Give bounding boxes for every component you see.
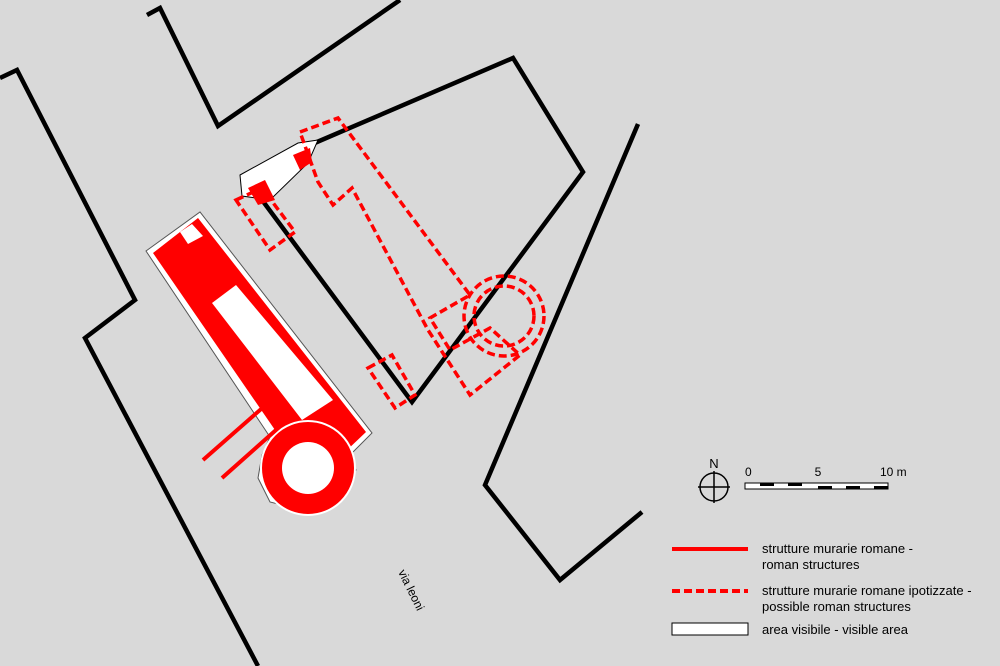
scale-bar-segment-4 [846, 486, 860, 489]
possible-structure-round-inner [472, 284, 536, 348]
legend-roman-line2: roman structures [762, 557, 860, 572]
north-arrow: N [698, 456, 730, 503]
legend: strutture murarie romane - roman structu… [671, 541, 972, 637]
scale-tick-label-0: 0 [745, 465, 752, 479]
scale-bar: 0 5 10 m [744, 465, 907, 490]
scale-bar-segment-1 [760, 483, 774, 486]
legend-possible-line1: strutture murarie romane ipotizzate - [762, 583, 972, 598]
roman-building-west [145, 211, 373, 516]
possible-structure-south [365, 352, 418, 411]
roman-wall-spur-1 [201, 401, 270, 462]
legend-visible-line1: area visibile - visible area [762, 622, 909, 637]
legend-swatch-visible-area [671, 622, 749, 636]
roman-building-notch [180, 224, 203, 244]
scale-bar-segment-5 [874, 486, 888, 489]
scale-bar-segment-3 [818, 486, 832, 489]
scale-bar-segment-2 [788, 483, 802, 486]
scale-tick-label-5: 5 [815, 465, 822, 479]
roman-building-apse-interior [282, 442, 334, 494]
legend-possible-line2: possible roman structures [762, 599, 911, 614]
possible-structure-round-outer [462, 274, 546, 358]
possible-structure-north-west [233, 185, 298, 253]
building-outline-west [0, 67, 260, 666]
possible-structure-long-wall [297, 115, 523, 398]
building-outline-east [482, 123, 644, 584]
roman-wall-spur-2 [220, 420, 287, 480]
north-label: N [709, 456, 718, 471]
legend-roman-line1: strutture murarie romane - [762, 541, 913, 556]
possible-roman-structures [233, 115, 546, 411]
roman-building-interior [212, 285, 333, 420]
building-outline-north [145, 0, 402, 130]
scale-tick-label-10: 10 m [880, 465, 907, 479]
